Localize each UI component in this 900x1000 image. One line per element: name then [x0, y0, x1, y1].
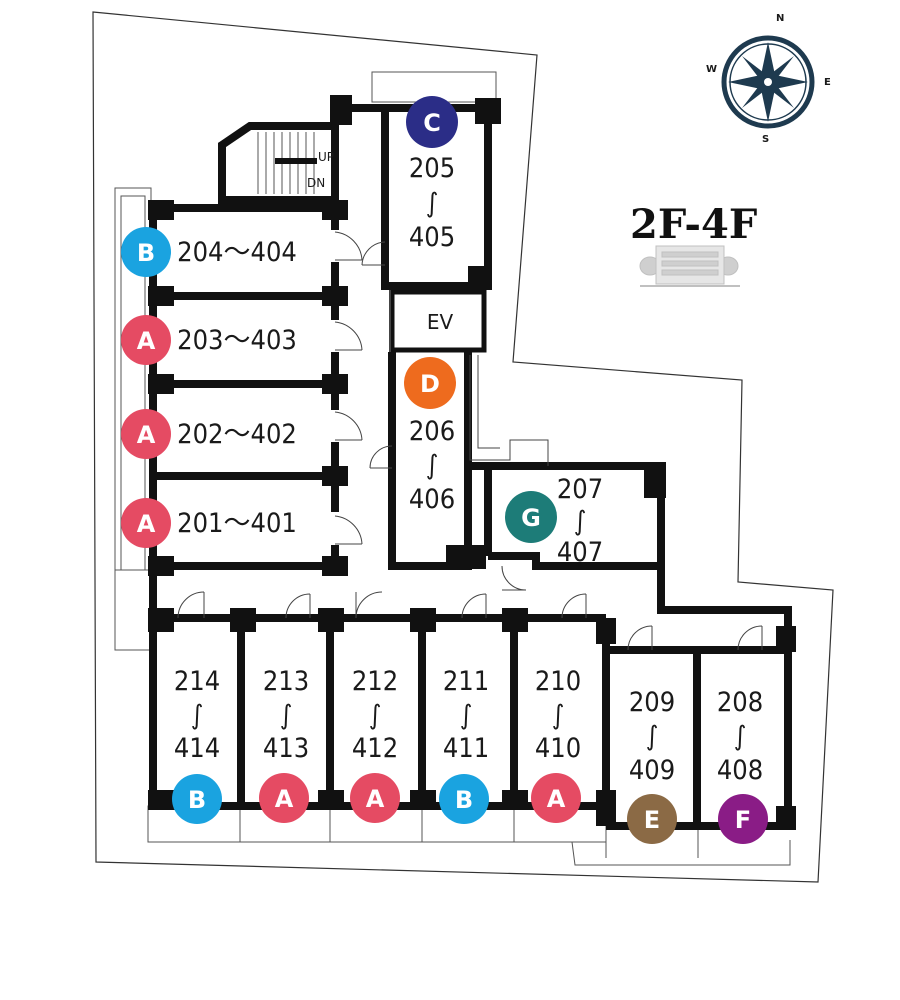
- room-label-202: 202〜402: [177, 419, 297, 450]
- room-label-209-top: 209: [629, 687, 675, 718]
- badge-211-label: B: [455, 786, 473, 814]
- room-label-209-bottom: 409: [629, 755, 675, 786]
- room-label-214-top: 214: [174, 666, 220, 697]
- room-label-206-bottom: 406: [409, 484, 455, 515]
- badge-201-label: A: [137, 510, 156, 538]
- room-label-214-bottom: 414: [174, 733, 220, 764]
- badge-206-label: D: [420, 370, 440, 398]
- badge-210: A: [531, 773, 581, 823]
- room-label-212-top: 212: [352, 666, 398, 697]
- badge-203: A: [121, 315, 171, 365]
- columns: [148, 95, 796, 830]
- room-label-204: 204〜404: [177, 237, 297, 268]
- badge-202-circle: [121, 409, 171, 459]
- room-label-210-sep: ∫: [552, 700, 565, 731]
- badge-210-circle: [531, 773, 581, 823]
- compass-north-label: N: [776, 13, 784, 24]
- doors: [177, 231, 763, 651]
- badge-204-circle: [121, 227, 171, 277]
- badge-202-label: A: [137, 421, 156, 449]
- room-label-209-sep: ∫: [646, 721, 659, 752]
- badge-205-label: C: [423, 109, 441, 137]
- badge-201: A: [121, 498, 171, 548]
- room-label-208-sep: ∫: [734, 721, 747, 752]
- room-label-207-sep: ∫: [574, 506, 587, 537]
- compass-south-label: S: [762, 134, 769, 145]
- badge-207-label: G: [521, 504, 541, 532]
- badge-207-circle: [505, 491, 557, 543]
- badge-208-label: F: [735, 806, 751, 834]
- room-label-207-top: 207: [557, 474, 603, 505]
- room-label-201: 201〜401: [177, 508, 297, 539]
- room-label-205-top: 205: [409, 153, 455, 184]
- compass-east-label: E: [824, 77, 831, 88]
- type-badges: B A A A C D G B: [121, 96, 768, 844]
- building-icon: [639, 245, 740, 287]
- badge-205: C: [406, 96, 458, 148]
- badge-203-circle: [121, 315, 171, 365]
- badge-214-label: B: [188, 786, 206, 814]
- room-label-212-sep: ∫: [369, 700, 382, 731]
- badge-208: F: [718, 794, 768, 844]
- room-label-206-sep: ∫: [426, 450, 439, 481]
- room-label-205-bottom: 405: [409, 222, 455, 253]
- room-label-211-bottom: 411: [443, 733, 489, 764]
- room-label-205-sep: ∫: [426, 188, 439, 219]
- compass-west-label: W: [706, 64, 717, 75]
- compass-rose-icon: N S E W: [706, 13, 831, 145]
- badge-201-circle: [121, 498, 171, 548]
- badge-209-label: E: [644, 806, 660, 834]
- walls: [149, 100, 792, 830]
- room-label-213-top: 213: [263, 666, 309, 697]
- badge-214: B: [172, 774, 222, 824]
- room-label-210-bottom: 410: [535, 733, 581, 764]
- badge-212-label: A: [366, 785, 385, 813]
- badge-213-circle: [259, 773, 309, 823]
- badge-203-label: A: [137, 327, 156, 355]
- room-label-210-top: 210: [535, 666, 581, 697]
- room-label-208-bottom: 408: [717, 755, 763, 786]
- room-label-203: 203〜403: [177, 325, 297, 356]
- badge-213-label: A: [275, 785, 294, 813]
- badge-212-circle: [350, 773, 400, 823]
- badge-204: B: [121, 227, 171, 277]
- badge-209: E: [627, 794, 677, 844]
- stair-up-label: UP: [318, 150, 334, 164]
- badge-209-circle: [627, 794, 677, 844]
- room-label-207-bottom: 407: [557, 537, 603, 568]
- badge-202: A: [121, 409, 171, 459]
- stair: UP DN: [218, 122, 339, 204]
- badge-210-label: A: [547, 785, 566, 813]
- badge-208-circle: [718, 794, 768, 844]
- room-label-213-sep: ∫: [280, 700, 293, 731]
- badge-213: A: [259, 773, 309, 823]
- badge-211: B: [439, 774, 489, 824]
- room-label-213-bottom: 413: [263, 733, 309, 764]
- elevator-label: EV: [427, 310, 454, 334]
- room-label-211-top: 211: [443, 666, 489, 697]
- badge-206: D: [404, 357, 456, 409]
- badge-206-circle: [404, 357, 456, 409]
- badge-212: A: [350, 773, 400, 823]
- room-label-212-bottom: 412: [352, 733, 398, 764]
- room-labels: 204〜404 203〜403 202〜402 201〜401 205 ∫ 40…: [174, 153, 763, 786]
- site-boundary: [92, 11, 834, 883]
- badge-205-circle: [406, 96, 458, 148]
- badge-211-circle: [439, 774, 489, 824]
- stair-down-label: DN: [307, 176, 325, 190]
- badge-204-label: B: [137, 239, 155, 267]
- room-label-214-sep: ∫: [191, 700, 204, 731]
- badge-207: G: [505, 491, 557, 543]
- floor-label: 2F-4F: [630, 201, 757, 248]
- room-label-208-top: 208: [717, 687, 763, 718]
- room-label-211-sep: ∫: [460, 700, 473, 731]
- room-label-206-top: 206: [409, 416, 455, 447]
- badge-214-circle: [172, 774, 222, 824]
